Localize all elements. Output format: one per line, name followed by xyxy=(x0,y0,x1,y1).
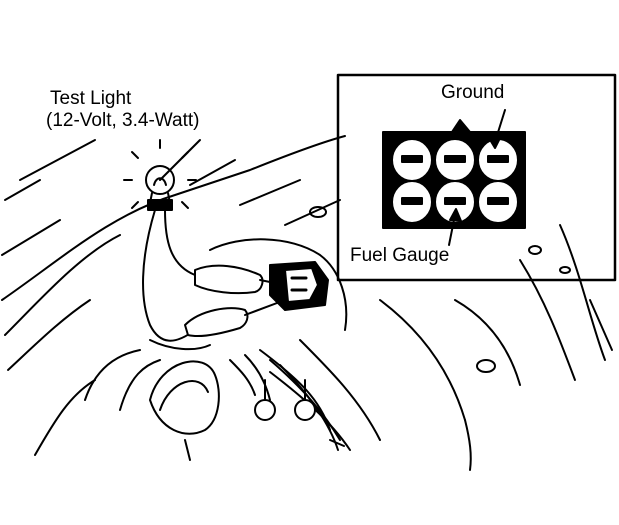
test-light-label: Test Light xyxy=(50,88,132,109)
fuel-gauge-pointer-arrow xyxy=(448,208,462,246)
test-probe-lower xyxy=(184,299,286,338)
sender-connector xyxy=(269,261,329,311)
connector-face-inset xyxy=(336,73,617,282)
test-light-bulb xyxy=(123,139,201,211)
test-light-spec-label: (12-Volt, 3.4-Watt) xyxy=(46,110,200,131)
ground-pointer-arrow xyxy=(488,109,506,149)
ground-label: Ground xyxy=(441,82,505,103)
test-light-leads xyxy=(142,209,196,342)
fuel-sender-unit xyxy=(84,349,345,461)
fuel-tank-outline xyxy=(1,135,613,471)
fuel-gauge-label: Fuel Gauge xyxy=(350,245,450,266)
